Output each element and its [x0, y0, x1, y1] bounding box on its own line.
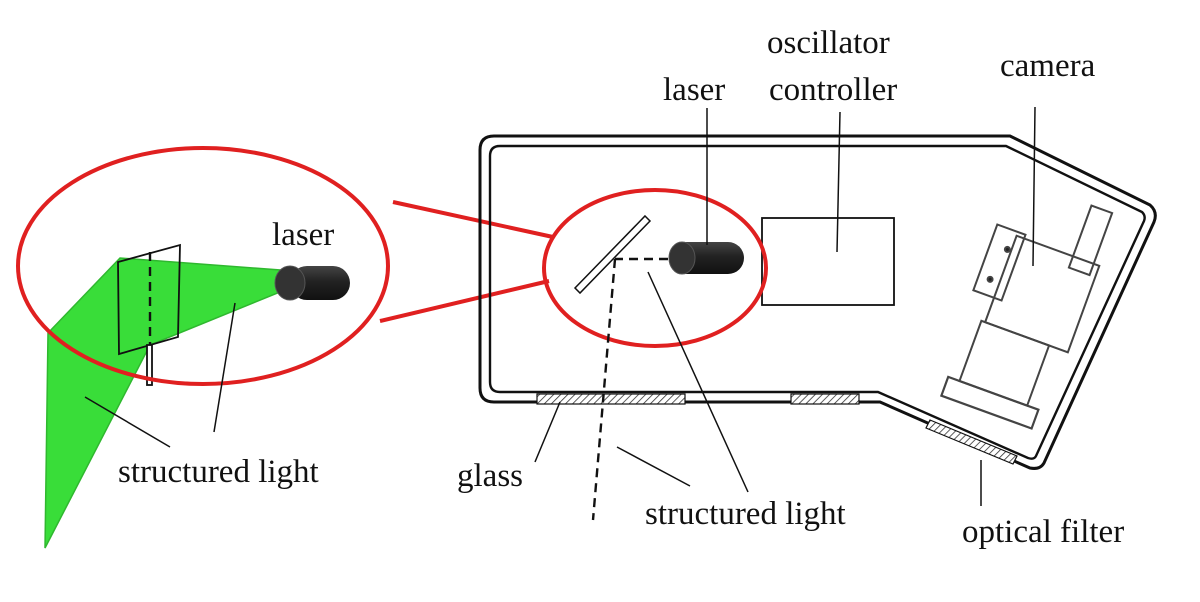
leader-structured-light-right-b — [616, 446, 691, 487]
device-housing — [478, 134, 1157, 470]
label-laser-right: laser — [663, 72, 725, 108]
camera-top — [1067, 204, 1114, 277]
leader-camera — [1032, 106, 1036, 267]
label-structured-light-right: structured light — [645, 496, 846, 532]
callout-connector-bottom — [379, 279, 550, 323]
oscillator-controller-box — [761, 217, 895, 306]
leader-glass — [534, 401, 561, 463]
mirror-left — [117, 243, 181, 386]
glass-windows — [536, 393, 1018, 465]
label-laser-left: laser — [272, 217, 334, 253]
glass-window-1 — [536, 393, 686, 405]
light-sheet — [44, 257, 281, 549]
camera-lens-ring — [939, 375, 1040, 430]
optical-filter-window — [925, 419, 1018, 465]
camera-side-mount — [972, 223, 1027, 302]
label-camera: camera — [1000, 48, 1096, 84]
label-controller: controller — [769, 72, 897, 108]
zoom-source-ellipse — [542, 188, 768, 348]
zoom-callout-ellipse — [16, 146, 390, 386]
leader-structured-light-right-a — [647, 271, 749, 493]
label-glass: glass — [457, 458, 523, 494]
camera-lens — [958, 319, 1051, 407]
label-structured-light-left: structured light — [118, 454, 319, 490]
laser-left — [274, 265, 350, 301]
mirror-right — [573, 214, 652, 295]
camera-body — [983, 234, 1101, 354]
label-optical-filter: optical filter — [962, 514, 1124, 550]
structured-light-fan — [44, 257, 281, 549]
mirror-stem — [146, 344, 153, 386]
leader-oscillator-controller — [836, 111, 841, 253]
beam-path-right — [591, 257, 668, 521]
leader-structured-light-left-a — [213, 302, 236, 433]
zoom-source-region — [542, 188, 768, 348]
glass-window-2 — [790, 393, 860, 405]
callout-connector-top — [392, 200, 554, 239]
leader-structured-light-left-b — [84, 396, 171, 448]
label-oscillator: oscillator — [767, 25, 890, 61]
camera-assembly — [939, 204, 1114, 430]
